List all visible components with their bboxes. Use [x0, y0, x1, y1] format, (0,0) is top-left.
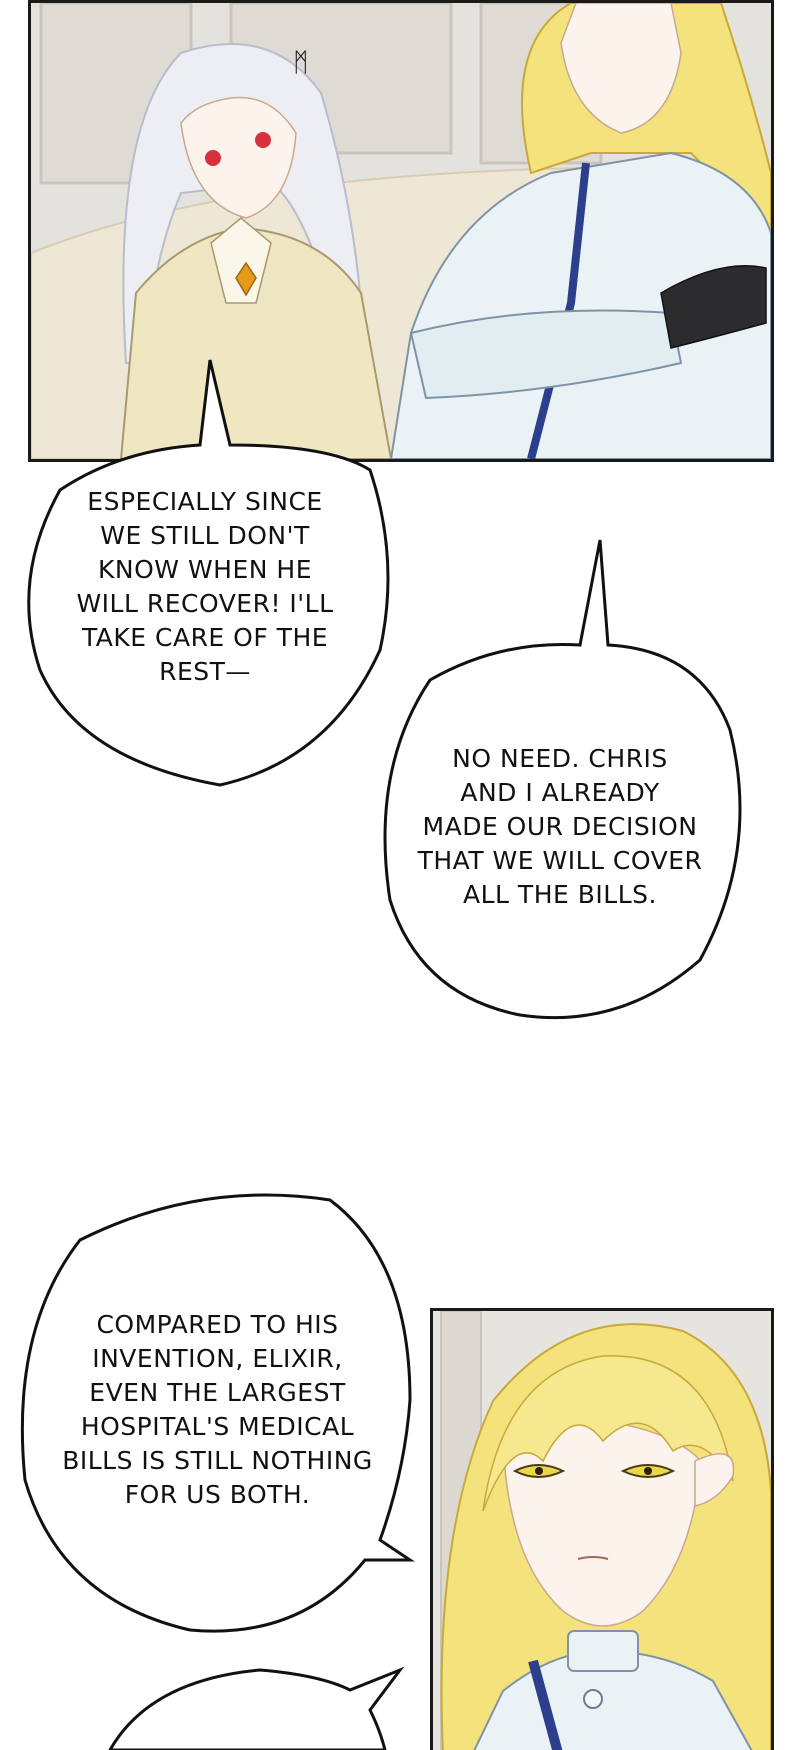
bubble-1-text: ESPECIALLY SINCE WE STILL DON'T KNOW WHE… [76, 487, 334, 686]
top-panel: ᛗ [28, 0, 774, 462]
bubble-2-text: NO NEED. CHRIS AND I ALREADY MADE OUR DE… [417, 744, 703, 909]
bottom-panel [430, 1308, 774, 1750]
speech-bubble-4 [108, 1666, 405, 1750]
sfx-mark: ᛗ [293, 48, 309, 78]
bubble-3-text: COMPARED TO HIS INVENTION, ELIXIR, EVEN … [62, 1310, 373, 1509]
top-panel-art: ᛗ [31, 3, 771, 459]
bottom-panel-art [433, 1311, 771, 1750]
